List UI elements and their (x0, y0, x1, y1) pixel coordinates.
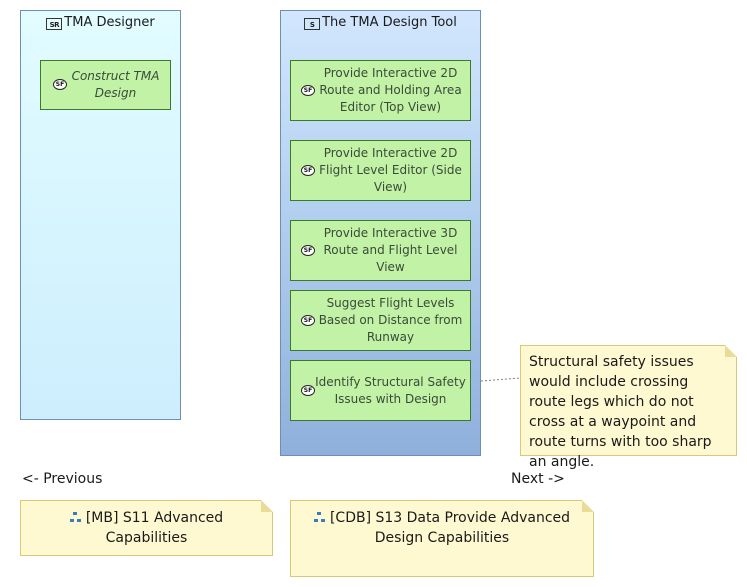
next-link-text: [CDB] S13 Data Provide Advanced Design C… (329, 510, 571, 546)
function-construct-tma-design[interactable]: SF Construct TMA Design (40, 60, 171, 110)
next-diagram-link[interactable]: [CDB] S13 Data Provide Advanced Design C… (290, 500, 594, 577)
function-label: Provide Interactive 3D Route and Flight … (323, 226, 458, 274)
annotation-note[interactable]: Structural safety issues would include c… (520, 345, 737, 470)
function-label: Construct TMA Design (71, 69, 160, 100)
lane-title-label: The TMA Design Tool (322, 15, 457, 30)
function-label: Identify Structural Safety Issues with D… (315, 374, 466, 406)
system-function-icon: SF (301, 384, 315, 396)
function-label: Provide Interactive 2D Flight Level Edit… (319, 146, 462, 194)
system-function-icon: SF (53, 79, 67, 90)
system-function-icon: SF (301, 84, 315, 96)
function-suggest-flight-levels[interactable]: SF Suggest Flight Levels Based on Distan… (290, 290, 471, 351)
system-role-icon: SR (46, 18, 63, 30)
system-function-icon: SF (301, 314, 315, 326)
previous-diagram-link[interactable]: [MB] S11 Advanced Capabilities (20, 500, 273, 556)
next-label: Next -> (511, 471, 565, 487)
note-text: Structural safety issues would include c… (529, 354, 712, 470)
system-function-icon: SF (301, 244, 315, 256)
system-component-icon: S (304, 18, 321, 30)
function-3d-view[interactable]: SF Provide Interactive 3D Route and Flig… (290, 220, 471, 281)
function-label: Suggest Flight Levels Based on Distance … (318, 296, 463, 344)
previous-link-text: [MB] S11 Advanced Capabilities (85, 510, 224, 546)
system-function-icon: SF (301, 164, 315, 176)
function-label: Provide Interactive 2D Route and Holding… (319, 66, 462, 114)
function-2d-flight-level-editor[interactable]: SF Provide Interactive 2D Flight Level E… (290, 140, 471, 201)
function-2d-route-editor[interactable]: SF Provide Interactive 2D Route and Hold… (290, 60, 471, 121)
previous-label: <- Previous (22, 471, 103, 487)
function-identify-safety-issues[interactable]: SF Identify Structural Safety Issues wit… (290, 360, 471, 421)
diagram-link-icon (313, 512, 325, 522)
lane-title-label: TMA Designer (64, 15, 155, 30)
diagram-link-icon (69, 512, 81, 522)
